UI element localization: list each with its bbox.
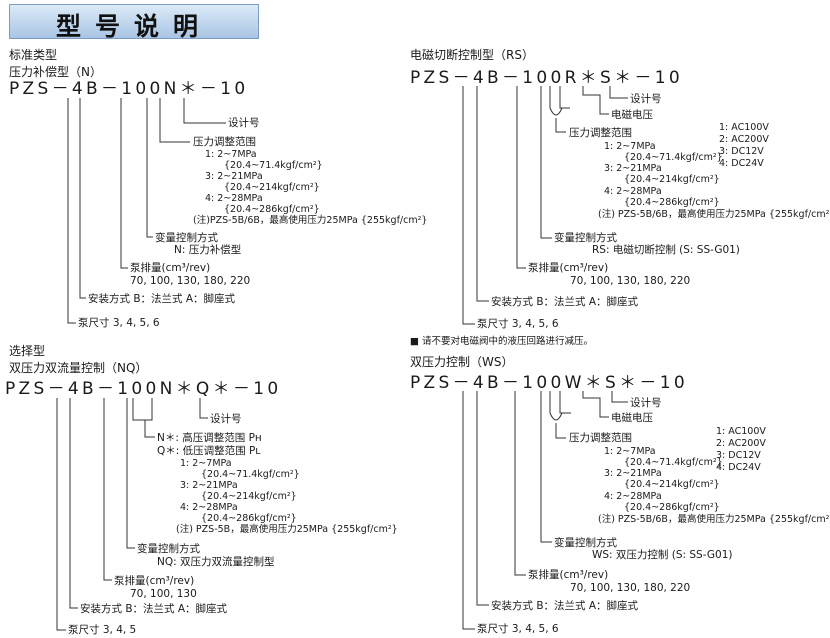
ws-model-code: PZS－4B－100W＊S＊－10 xyxy=(410,373,688,393)
ws-range-title: 压力调整范围 xyxy=(569,432,632,444)
nq-range-3: 3: 2~21MPa xyxy=(180,480,238,491)
n-ctrl-value: N: 压力补偿型 xyxy=(174,244,242,256)
rs-voltage-3: 3: DC12V xyxy=(719,146,764,157)
ws-range-4: 4: 2~28MPa xyxy=(604,491,662,502)
n-lines xyxy=(67,98,226,324)
ws-displacement-values: 70, 100, 130, 180, 220 xyxy=(570,582,691,594)
n-section-title: 压力补偿型（N） xyxy=(9,65,102,79)
rs-voltage-1: 1: AC100V xyxy=(719,122,769,133)
n-displacement-title: 泵排量(cm³/rev) xyxy=(130,262,211,274)
nq-range-4: 4: 2~28MPa xyxy=(180,502,238,513)
ws-section-title: 双压力控制（WS） xyxy=(410,355,514,369)
n-ctrl-title: 变量控制方式 xyxy=(155,232,218,244)
rs-range-title: 压力调整范围 xyxy=(569,127,632,139)
ws-displacement-title: 泵排量(cm³/rev) xyxy=(528,569,609,581)
rs-model-code: PZS－4B－100R＊S＊－10 xyxy=(410,68,683,88)
rs-ctrl-value: RS: 电磁切断控制 (S: SS-G01) xyxy=(592,244,740,256)
ws-range-4-kgf: {20.4~286kgf/cm²} xyxy=(624,502,720,513)
nq-lines xyxy=(56,398,208,631)
n-displacement-values: 70, 100, 130, 180, 220 xyxy=(130,275,251,287)
ws-range-1: 1: 2~7MPa xyxy=(604,446,656,457)
ws-note: (注) PZS-5B/6B，最高使用压力25MPa {255kgf/cm²} xyxy=(598,514,830,525)
ws-voltage-2: 2: AC200V xyxy=(716,438,766,449)
n-mount: 安装方式 B：法兰式 A：脚座式 xyxy=(88,293,236,305)
nq-range-4-kgf: {20.4~286kgf/cm²} xyxy=(201,513,297,524)
n-design-label: 设计号 xyxy=(228,117,260,129)
n-range-1: 1: 2~7MPa xyxy=(205,149,257,160)
rs-note: (注) PZS-5B/6B，最高使用压力25MPa {255kgf/cm²} xyxy=(598,209,830,220)
rs-mount: 安装方式 B：法兰式 A：脚座式 xyxy=(491,296,639,308)
nq-range-1: 1: 2~7MPa xyxy=(180,458,232,469)
rs-range-3-kgf: {20.4~214kgf/cm²} xyxy=(624,174,720,185)
page-title: 型号说明 xyxy=(55,12,212,41)
title-banner: 型号说明 xyxy=(9,4,259,41)
solenoid-warning: ■ 请不要对电磁阀中的液压回路进行减压。 xyxy=(410,336,593,347)
rs-range-4: 4: 2~28MPa xyxy=(604,186,662,197)
nq-model-code: PZS－4B－100N＊Q＊－10 xyxy=(5,379,282,399)
nq-note: (注) PZS-5B，最高使用压力25MPa {255kgf/cm²} xyxy=(176,524,398,535)
rs-range-4-kgf: {20.4~286kgf/cm²} xyxy=(624,197,720,208)
n-range-4-kgf: {20.4~286kgf/cm²} xyxy=(224,204,320,215)
nq-range-1-kgf: {20.4~71.4kgf/cm²} xyxy=(201,469,300,480)
nq-section-title: 双压力双流量控制（NQ） xyxy=(9,361,148,375)
nq-section-label: 选择型 xyxy=(9,344,46,358)
nq-low-pressure: Q＊: 低压调整范围 Pʟ xyxy=(157,445,261,457)
nq-size: 泵尺寸 3, 4, 5 xyxy=(68,624,137,636)
ws-range-3: 3: 2~21MPa xyxy=(604,468,662,479)
ws-size: 泵尺寸 3, 4, 5, 6 xyxy=(477,623,559,635)
n-size: 泵尺寸 3, 4, 5, 6 xyxy=(78,317,160,329)
rs-ctrl-title: 变量控制方式 xyxy=(554,232,617,244)
n-range-3: 3: 2~21MPa xyxy=(205,171,263,182)
nq-ctrl-title: 变量控制方式 xyxy=(137,543,200,555)
ws-voltage-3: 3: DC12V xyxy=(716,450,761,461)
rs-voltage-2: 2: AC200V xyxy=(719,134,769,145)
rs-voltage-title: 电磁电压 xyxy=(611,109,653,121)
rs-voltage-4: 4: DC24V xyxy=(719,158,764,169)
nq-high-pressure: N＊: 高压调整范围 Pн xyxy=(157,432,262,444)
n-range-1-kgf: {20.4~71.4kgf/cm²} xyxy=(224,160,323,171)
n-section-label: 标准类型 xyxy=(9,48,58,62)
ws-design-label: 设计号 xyxy=(630,397,662,409)
ws-voltage-1: 1: AC100V xyxy=(716,426,766,437)
ws-voltage-4: 4: DC24V xyxy=(716,462,761,473)
rs-displacement-values: 70, 100, 130, 180, 220 xyxy=(570,275,691,287)
rs-section-title: 电磁切断控制型（RS） xyxy=(410,48,534,62)
n-range-4: 4: 2~28MPa xyxy=(205,193,263,204)
nq-design-label: 设计号 xyxy=(210,413,242,425)
nq-range-3-kgf: {20.4~214kgf/cm²} xyxy=(201,491,297,502)
rs-range-3: 3: 2~21MPa xyxy=(604,163,662,174)
rs-range-1-kgf: {20.4~71.4kgf/cm²} xyxy=(624,152,723,163)
ws-ctrl-value: WS: 双压力控制 (S: SS-G01) xyxy=(592,549,733,561)
rs-displacement-title: 泵排量(cm³/rev) xyxy=(528,262,609,274)
nq-displacement-title: 泵排量(cm³/rev) xyxy=(114,575,195,587)
nq-ctrl-value: NQ: 双压力双流量控制型 xyxy=(157,556,275,568)
ws-mount: 安装方式 B：法兰式 A：脚座式 xyxy=(491,600,639,612)
rs-design-label: 设计号 xyxy=(630,93,662,105)
n-range-title: 压力调整范围 xyxy=(193,136,256,148)
ws-lines xyxy=(462,391,628,630)
ws-range-3-kgf: {20.4~214kgf/cm²} xyxy=(624,479,720,490)
n-model-code: PZS－4B－100N＊－10 xyxy=(9,79,249,99)
rs-size: 泵尺寸 3, 4, 5, 6 xyxy=(477,318,559,330)
ws-voltage-title: 电磁电压 xyxy=(611,412,653,424)
nq-displacement-values: 70, 100, 130 xyxy=(130,588,197,600)
n-note: (注)PZS-5B/6B，最高使用压力25MPa {255kgf/cm²} xyxy=(193,215,428,226)
n-range-3-kgf: {20.4~214kgf/cm²} xyxy=(224,182,320,193)
ws-ctrl-title: 变量控制方式 xyxy=(554,537,617,549)
nq-mount: 安装方式 B：法兰式 A：脚座式 xyxy=(80,603,228,615)
ws-range-1-kgf: {20.4~71.4kgf/cm²} xyxy=(624,457,723,468)
rs-lines xyxy=(462,86,628,325)
rs-range-1: 1: 2~7MPa xyxy=(604,141,656,152)
